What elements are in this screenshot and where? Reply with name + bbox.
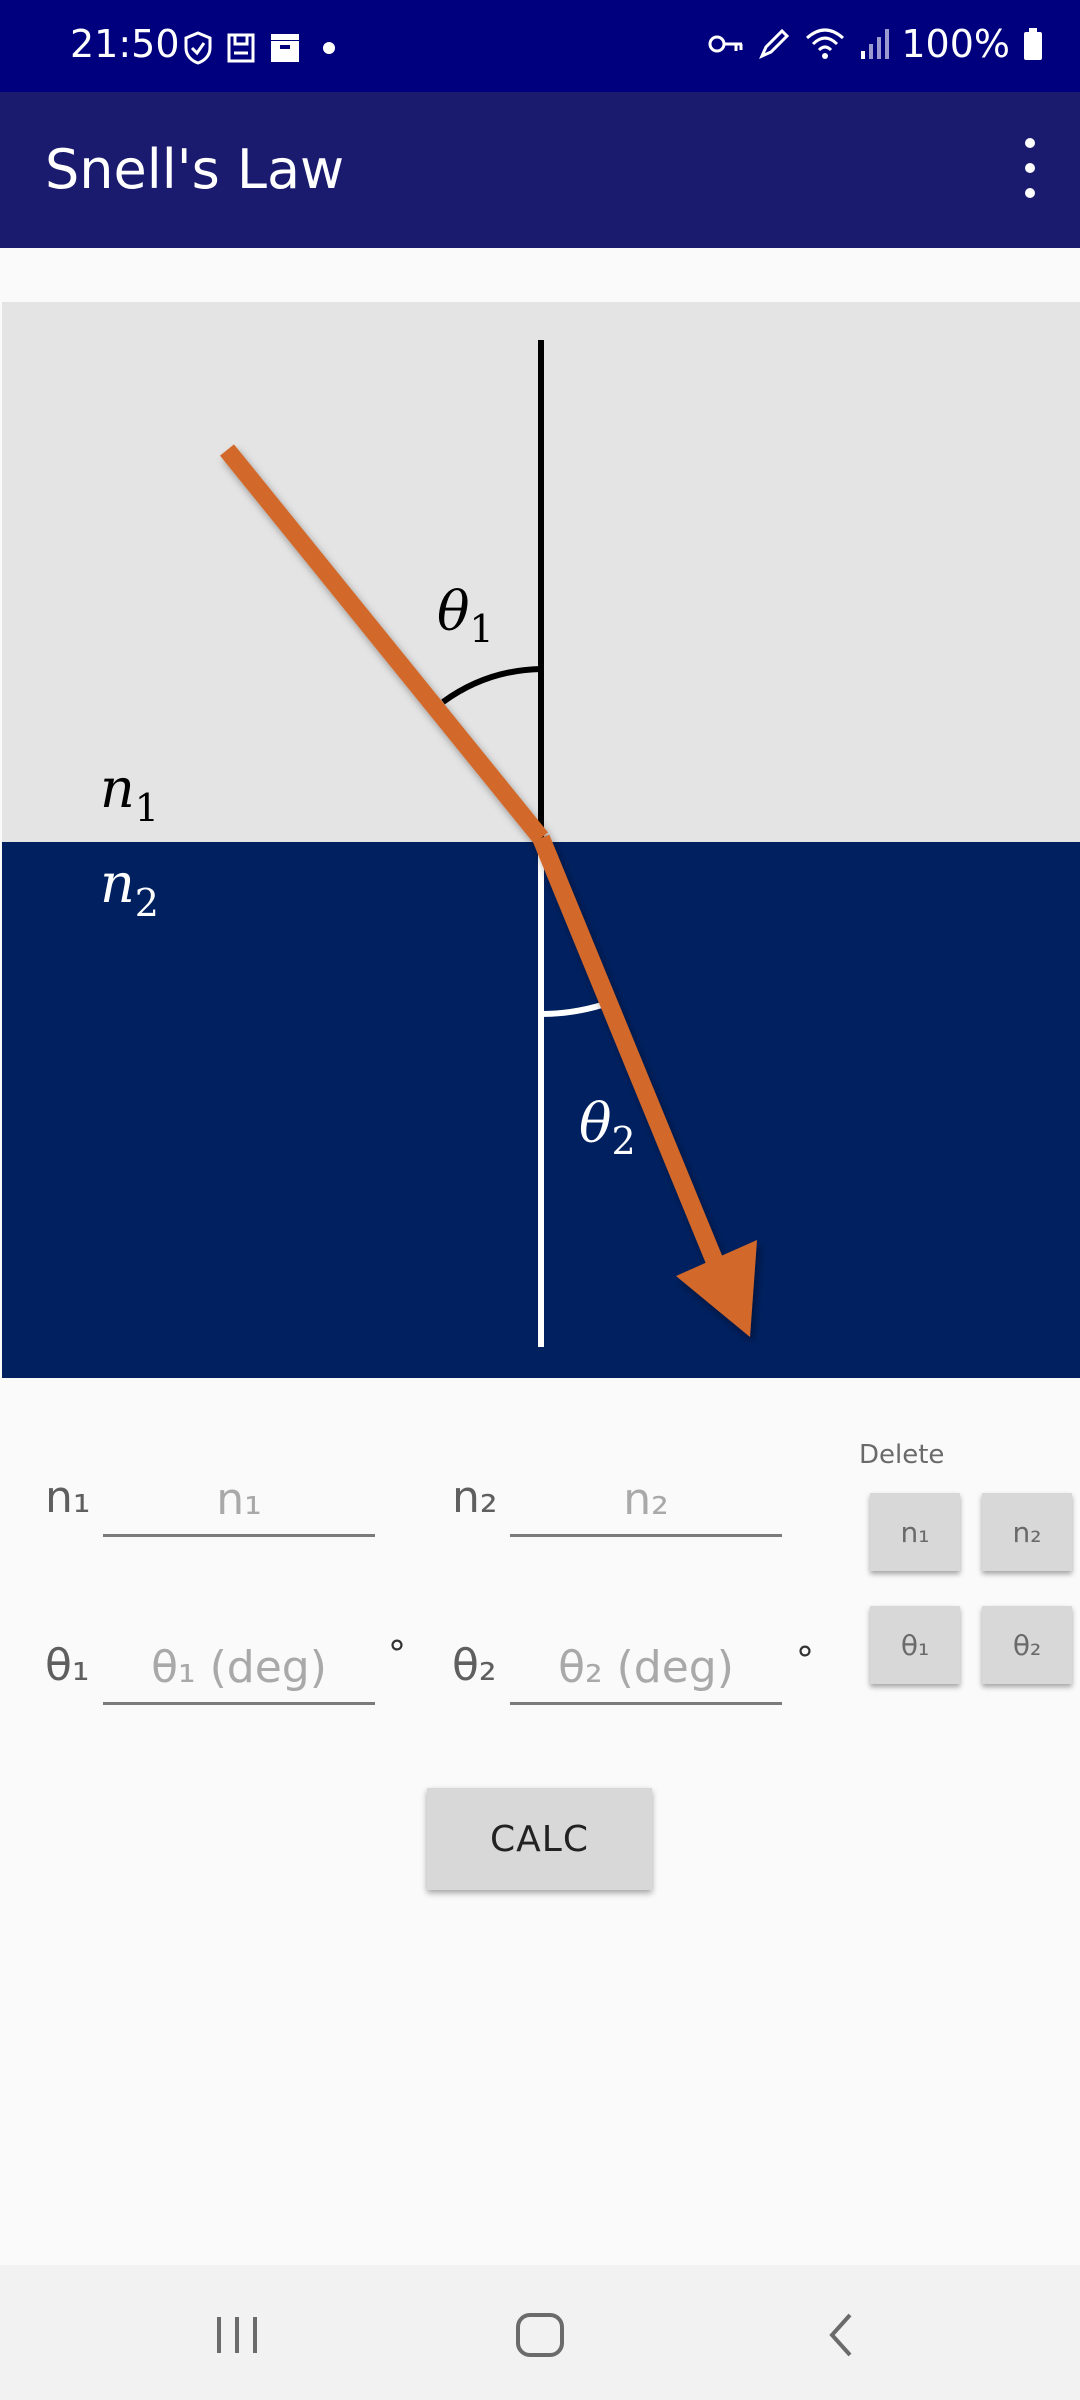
light-ray bbox=[220, 444, 757, 1337]
theta1-label-text: θ₁ bbox=[45, 1640, 90, 1691]
key-icon bbox=[708, 35, 743, 53]
delete-theta1-button[interactable]: θ₁ bbox=[870, 1606, 960, 1684]
status-time: 21:50 bbox=[70, 22, 180, 66]
delete-theta2-button[interactable]: θ₂ bbox=[982, 1606, 1072, 1684]
app-bar: Snell's Law bbox=[0, 92, 1080, 248]
navigation-bar bbox=[0, 2265, 1080, 2400]
n1-label-text: n₁ bbox=[45, 1472, 91, 1523]
more-vert-icon[interactable] bbox=[1010, 138, 1050, 198]
theta2-degree-symbol: ° bbox=[796, 1640, 814, 1681]
home-icon[interactable] bbox=[510, 2305, 570, 2365]
theta1-input[interactable] bbox=[103, 1632, 375, 1705]
ray-arrowhead bbox=[676, 1240, 757, 1337]
status-bar: 21:50 bbox=[0, 0, 1080, 92]
signal-icon bbox=[861, 29, 890, 59]
battery-icon bbox=[1024, 28, 1042, 60]
pen-icon bbox=[759, 28, 790, 59]
delete-label: Delete bbox=[859, 1440, 945, 1470]
back-icon[interactable] bbox=[812, 2305, 872, 2365]
recents-icon[interactable] bbox=[207, 2305, 267, 2365]
theta2-arc bbox=[540, 1002, 603, 1017]
theta1-arc bbox=[441, 666, 542, 705]
n2-input[interactable] bbox=[510, 1464, 782, 1537]
theta2-label: θ2 bbox=[579, 1092, 636, 1163]
n2-label: n2 bbox=[100, 852, 159, 925]
snells-law-diagram: θ1 n1 n2 θ2 bbox=[2, 302, 1080, 1378]
dot-icon bbox=[323, 42, 335, 54]
battery-percent: 100% bbox=[901, 22, 1010, 66]
theta2-label-text: θ₂ bbox=[452, 1640, 497, 1691]
delete-n2-button[interactable]: n₂ bbox=[982, 1493, 1072, 1571]
n1-label: n1 bbox=[100, 757, 159, 830]
box-icon bbox=[271, 34, 299, 62]
save-icon bbox=[227, 33, 255, 63]
delete-n1-button[interactable]: n₁ bbox=[870, 1493, 960, 1571]
shield-icon bbox=[184, 31, 212, 65]
theta1-label: θ1 bbox=[437, 580, 494, 651]
app-title: Snell's Law bbox=[45, 138, 345, 201]
wifi-icon bbox=[806, 28, 845, 59]
theta2-input[interactable] bbox=[510, 1632, 782, 1705]
theta1-degree-symbol: ° bbox=[388, 1634, 406, 1675]
n2-label-text: n₂ bbox=[452, 1472, 498, 1523]
calc-button[interactable]: CALC bbox=[427, 1788, 652, 1890]
n1-input[interactable] bbox=[103, 1464, 375, 1537]
